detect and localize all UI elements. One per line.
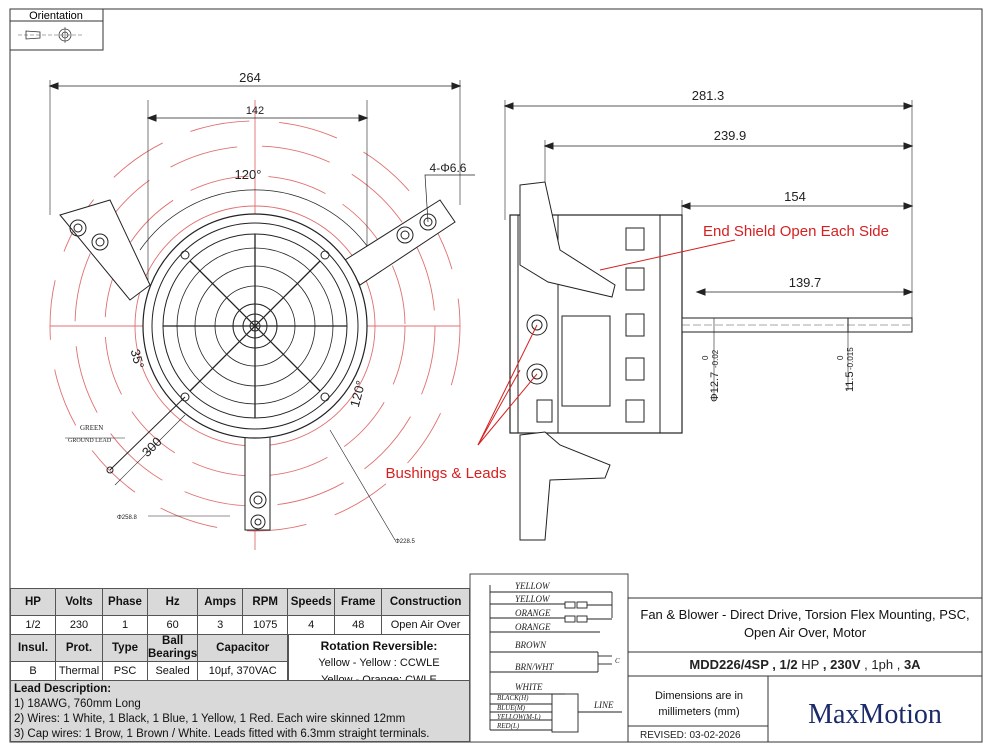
spec-h-bearings: Ball Bearings [146, 634, 199, 662]
wire-green-label: GREEN [80, 424, 103, 432]
wire-yellow-1: YELLOW [515, 581, 551, 591]
spec-v-construction: Open Air Over [381, 615, 470, 635]
spec-v-prot: Thermal [55, 661, 103, 681]
spec-h-frame: Frame [334, 588, 383, 616]
dim-r2588: Φ258.8 [117, 515, 137, 521]
spec-v-hz: 60 [146, 615, 199, 635]
rotation-title: Rotation Reversible: [320, 639, 438, 653]
revised-date: REVISED: 03-02-2026 [640, 730, 741, 741]
spec-v-type: PSC [102, 661, 148, 681]
spec-v-bearings: Sealed [146, 661, 199, 681]
spec-h-volts: Volts [55, 588, 103, 616]
dim-shaft1: Φ12.7 [709, 372, 721, 402]
lead-description: Lead Description: 1) 18AWG, 760mm Long 2… [10, 680, 470, 742]
wire-white: WHITE [515, 682, 543, 692]
orientation-label: Orientation [29, 10, 83, 22]
model-amps: 3A [904, 657, 921, 672]
spec-v-hp: 1/2 [10, 615, 56, 635]
callout-leaders [477, 239, 736, 446]
wire-ground-label: GROUND LEAD [68, 438, 112, 444]
dim-239: 239.9 [714, 128, 747, 143]
spec-v-amps: 3 [197, 615, 244, 635]
wire-yellow-ml: YELLOW(M-L) [497, 713, 541, 721]
wire-blue: BLUE(M) [497, 704, 526, 712]
spec-value-row-1: 1/2 230 1 60 3 1075 4 48 Open Air Over [10, 615, 470, 635]
wire-black: BLACK(H) [497, 694, 529, 702]
spec-h-rpm: RPM [242, 588, 289, 616]
spec-v-capacitor: 10µf, 370VAC [197, 661, 289, 681]
wiring-diagram [469, 573, 629, 743]
rotation-line-1: Yellow - Yellow : CCWLE [318, 657, 440, 669]
spec-h-hz: Hz [146, 588, 199, 616]
dim-holes: 4-Φ6.6 [430, 161, 467, 175]
dim-139: 139.7 [789, 275, 822, 290]
wire-brn-wht: BRN/WHT [515, 662, 554, 672]
dim-r2285: Φ228.5 [395, 539, 415, 545]
model-voltage: 230V [830, 657, 861, 672]
spec-v-rpm: 1075 [242, 615, 289, 635]
spec-v-insul: B [10, 661, 56, 681]
dim-shaft2-tol: -0.015 [846, 347, 855, 370]
front-view-labels: 264 142 120° 120° 35° 300 4-Φ6.6 GREEN G… [68, 70, 467, 545]
wire-line: LINE [593, 700, 614, 710]
dim-shaft1-zero: 0 [701, 355, 710, 360]
model-phase: 1ph [871, 657, 893, 672]
spec-v-frame: 48 [334, 615, 383, 635]
lead-line-2: 2) Wires: 1 White, 1 Black, 1 Blue, 1 Ye… [14, 713, 406, 725]
wire-orange-1: ORANGE [515, 608, 551, 618]
spec-v-volts: 230 [55, 615, 103, 635]
side-view [503, 100, 914, 541]
spec-h-capacitor: Capacitor [197, 634, 289, 662]
spec-h-construction: Construction [381, 588, 470, 616]
model-hp: 1/2 [780, 657, 798, 672]
lead-line-1: 1) 18AWG, 760mm Long [14, 698, 141, 710]
dim-120-top: 120° [235, 167, 262, 182]
model-hp-unit: HP [801, 657, 819, 672]
dims-note: Dimensions are in millimeters (mm) [654, 690, 744, 718]
wire-red: RED(L) [496, 722, 520, 730]
front-view [48, 80, 475, 550]
wire-orange-2: ORANGE [515, 622, 551, 632]
spec-h-hp: HP [10, 588, 56, 616]
description-text: Fan & Blower - Direct Drive, Torsion Fle… [640, 607, 970, 640]
wiring-labels: YELLOW YELLOW ORANGE ORANGE BROWN BRN/WH… [496, 581, 620, 730]
dim-shaft1-tol: -0.02 [711, 349, 720, 368]
spec-h-amps: Amps [197, 588, 244, 616]
dim-154: 154 [784, 189, 806, 204]
spec-v-phase: 1 [102, 615, 148, 635]
spec-h-prot: Prot. [55, 634, 103, 662]
wire-brown: BROWN [515, 640, 547, 650]
title-block-frame [627, 597, 983, 743]
side-view-labels: 281.3 239.9 154 139.7 Φ12.7 -0.02 0 11.5… [386, 88, 889, 482]
dim-shaft2-zero: 0 [836, 355, 845, 360]
wire-cap: C [615, 657, 620, 665]
spec-v-speeds: 4 [287, 615, 336, 635]
spec-h-insul: Insul. [10, 634, 56, 662]
dim-142: 142 [246, 105, 264, 117]
callout-end-shield: End Shield Open Each Side [703, 223, 889, 240]
wire-yellow-2: YELLOW [515, 594, 551, 604]
dim-264: 264 [239, 70, 261, 85]
dim-35: 35° [128, 347, 148, 370]
brand-logo: MaxMotion [808, 699, 942, 730]
dim-120-right: 120° [347, 379, 368, 409]
spec-h-type: Type [102, 634, 148, 662]
callout-bushings: Bushings & Leads [386, 465, 507, 482]
motor-model: MDD226/4SP , 1/2 HP , 230V , 1ph , 3A [689, 657, 921, 672]
title-block-text: MDD226/4SP , 1/2 HP , 230V , 1ph , 3A RE… [640, 657, 942, 741]
dim-shaft2: 11.5 [844, 371, 856, 392]
spec-header-row-1: HP Volts Phase Hz Amps RPM Speeds Frame … [10, 588, 470, 616]
orientation-box: Orientation [9, 8, 104, 51]
model-number: MDD226/4SP [689, 657, 769, 672]
spec-h-speeds: Speeds [287, 588, 336, 616]
dim-281: 281.3 [692, 88, 725, 103]
lead-title: Lead Description: [14, 683, 112, 695]
lead-line-3: 3) Cap wires: 1 Brow, 1 Brown / White. L… [14, 728, 430, 740]
spec-h-phase: Phase [102, 588, 148, 616]
